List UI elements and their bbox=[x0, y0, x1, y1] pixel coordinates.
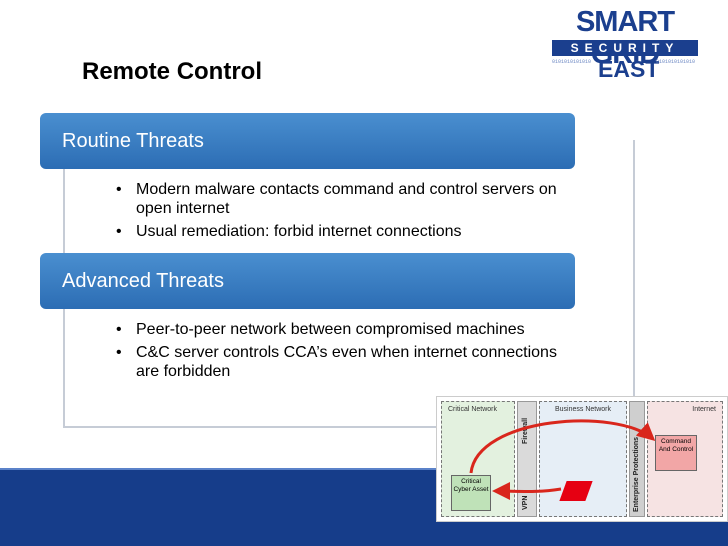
attack-path-arrows bbox=[469, 419, 656, 501]
logo-line1: SMART GRID bbox=[575, 6, 675, 70]
bullet-dot: • bbox=[116, 321, 122, 338]
zone-label: Business Network bbox=[554, 406, 612, 413]
bullet-dot: • bbox=[116, 344, 122, 361]
list-item: • Usual remediation: forbid internet conn… bbox=[110, 222, 580, 241]
path-cca-to-cc bbox=[469, 419, 656, 474]
bullet-text: Modern malware contacts command and cont… bbox=[136, 181, 557, 217]
logo-line3: EAST bbox=[598, 56, 660, 82]
network-diagram: Critical Network Firewall VPN Business N… bbox=[436, 396, 728, 522]
logo-line2: SECURITY bbox=[552, 40, 698, 56]
list-item: • C&C server controls CCA’s even when int… bbox=[110, 343, 580, 381]
path-laptop-to-cca bbox=[492, 482, 562, 501]
bottom-divider bbox=[0, 468, 728, 470]
bullet-text: Peer-to-peer network between compromised… bbox=[136, 321, 525, 338]
list-item: • Modern malware contacts command and con… bbox=[110, 180, 580, 218]
list-item: • Peer-to-peer network between compromise… bbox=[110, 320, 580, 339]
zone-label: Internet bbox=[692, 406, 716, 413]
critical-cyber-asset-box: Critical Cyber Asset bbox=[451, 475, 491, 511]
logo-binary-right: 0101010101010 bbox=[656, 59, 696, 65]
logo-binary-left: 0101010101010 bbox=[552, 59, 592, 65]
bullet-dot: • bbox=[116, 181, 122, 198]
bullet-text: Usual remediation: forbid internet conne… bbox=[136, 223, 462, 240]
slide-title: Remote Control bbox=[82, 58, 262, 85]
command-and-control-box: Command And Control bbox=[655, 435, 697, 471]
bullet-list-advanced: • Peer-to-peer network between compromise… bbox=[110, 320, 580, 385]
section-header-advanced: Advanced Threats bbox=[40, 253, 575, 309]
bullet-text: C&C server controls CCA’s even when inte… bbox=[136, 344, 557, 380]
bullet-dot: • bbox=[116, 223, 122, 240]
bullet-list-routine: • Modern malware contacts command and con… bbox=[110, 180, 580, 245]
zone-label: Critical Network bbox=[448, 406, 498, 413]
section-header-routine: Routine Threats bbox=[40, 113, 575, 169]
smart-grid-security-east-logo: SMART GRID SECURITY 0101010101010 EAST 0… bbox=[550, 6, 700, 82]
